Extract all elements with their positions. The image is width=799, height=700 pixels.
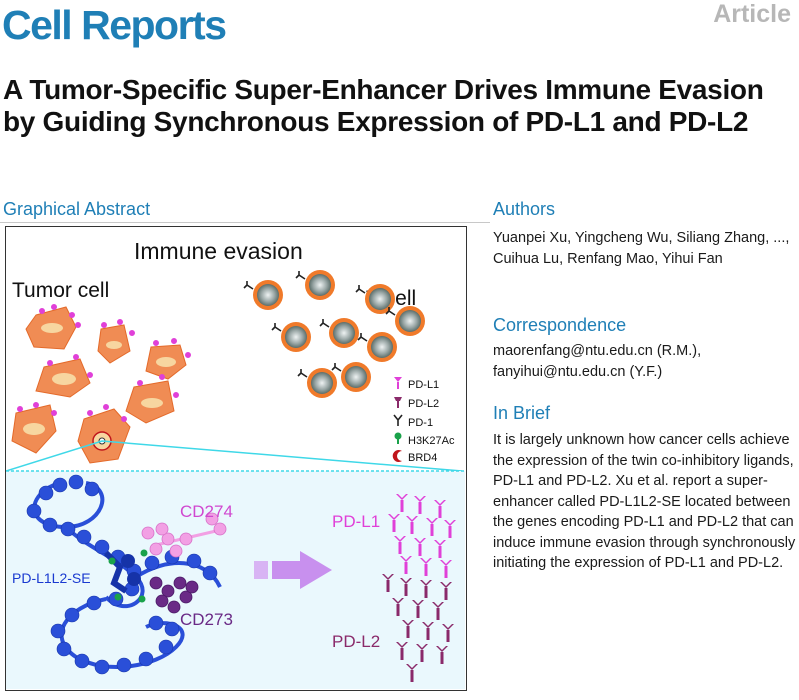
legend-h3k27ac: H3K27Ac bbox=[408, 435, 455, 447]
legend-pd-l2: PD-L2 bbox=[408, 398, 439, 410]
pd-l2-output-label: PD-L2 bbox=[332, 632, 380, 651]
in-brief-text: It is largely unknown how cancer cells a… bbox=[493, 432, 796, 571]
legend-pd-l1: PD-L1 bbox=[408, 379, 439, 391]
in-brief-heading: In Brief bbox=[493, 403, 551, 423]
cd273-label: CD273 bbox=[180, 610, 233, 629]
graphical-abstract-svg: Immune evasion Tumor cell T-cell bbox=[5, 238, 465, 689]
zoom-wedge bbox=[5, 440, 463, 472]
authors-list: Yuanpei Xu, Yingcheng Wu, Siliang Zhang,… bbox=[493, 230, 790, 267]
correspondence-emails: maorenfang@ntu.edu.cn (R.M.), fanyihui@n… bbox=[493, 341, 796, 382]
correspondence-heading: Correspondence bbox=[493, 315, 627, 335]
article-title: A Tumor-Specific Super-Enhancer Drives I… bbox=[3, 74, 764, 137]
tumor-ligands bbox=[17, 304, 191, 422]
graphical-abstract-figure: Immune evasion Tumor cell T-cell bbox=[5, 226, 467, 691]
tumor-cell-label: Tumor cell bbox=[12, 279, 109, 302]
email-1[interactable]: maorenfang@ntu.edu.cn (R.M.), bbox=[493, 343, 702, 359]
legend-pd-1: PD-1 bbox=[408, 417, 433, 429]
graphical-abstract-heading: Graphical Abstract bbox=[3, 199, 151, 219]
journal-name: Cell Reports bbox=[2, 2, 227, 48]
cd273-gene bbox=[149, 576, 199, 614]
super-enhancer-label: PD-L1L2-SE bbox=[12, 570, 91, 586]
cd274-label: CD274 bbox=[180, 502, 233, 521]
immune-evasion-label: Immune evasion bbox=[134, 238, 303, 264]
super-enhancer-cluster bbox=[88, 549, 160, 603]
authors-heading: Authors bbox=[493, 199, 556, 219]
legend-brd4: BRD4 bbox=[408, 452, 437, 464]
tumor-cells bbox=[11, 306, 187, 464]
cd274-gene bbox=[141, 512, 227, 558]
article-type-label: Article bbox=[713, 0, 791, 28]
section-divider bbox=[0, 222, 490, 223]
expression-arrow bbox=[254, 551, 332, 589]
chromatin-fiber bbox=[26, 474, 222, 675]
pd-l1-output-label: PD-L1 bbox=[332, 512, 380, 531]
legend: PD-L1 PD-L2 PD-1 H3K27Ac BRD4 bbox=[392, 377, 455, 464]
email-2[interactable]: fanyihui@ntu.edu.cn (Y.F.) bbox=[493, 363, 663, 380]
